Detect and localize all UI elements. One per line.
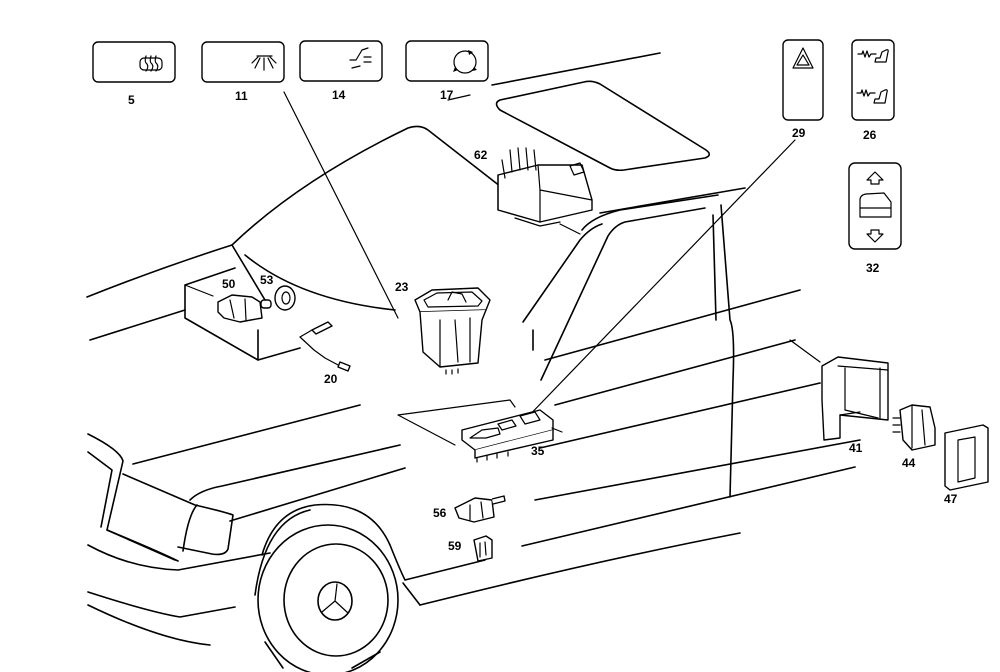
recirculation-icon [453, 50, 477, 74]
switch-panel-14[interactable] [299, 40, 383, 82]
switch-panel-5[interactable] [92, 41, 176, 83]
label-5: 5 [128, 93, 135, 107]
headlamp-range-icon [349, 47, 372, 69]
component-50[interactable] [217, 294, 272, 323]
component-56[interactable] [454, 495, 506, 523]
label-53: 53 [260, 273, 274, 287]
component-59[interactable] [473, 535, 493, 562]
component-50-box [184, 267, 301, 361]
leader-29 [519, 139, 796, 426]
component-20[interactable] [299, 321, 351, 372]
star-emblem [317, 581, 353, 621]
car-outline [86, 52, 861, 672]
component-35-panel [397, 399, 516, 446]
switch-panel-32[interactable] [848, 162, 902, 250]
switch-panel-17[interactable] [405, 40, 489, 82]
front-tire [257, 524, 399, 672]
switch-panel-11[interactable] [201, 41, 285, 83]
leader-41 [789, 339, 821, 363]
label-14: 14 [332, 88, 346, 102]
hazard-warning-icon [792, 47, 814, 69]
label-59: 59 [448, 539, 462, 553]
component-23[interactable] [414, 287, 491, 375]
label-35: 35 [531, 444, 545, 458]
label-62: 62 [474, 148, 488, 162]
switch-panel-29[interactable] [782, 39, 824, 121]
leader-62 [559, 223, 581, 235]
component-53[interactable] [274, 285, 296, 311]
switch-panel-26[interactable] [851, 39, 895, 121]
label-50: 50 [222, 277, 236, 291]
label-17: 17 [440, 88, 454, 102]
component-62[interactable] [497, 147, 593, 227]
label-47: 47 [944, 492, 958, 506]
label-26: 26 [863, 128, 877, 142]
label-56: 56 [433, 506, 447, 520]
leader-lines [283, 91, 821, 426]
label-29: 29 [792, 126, 806, 140]
window-lift-icon [859, 171, 892, 243]
label-41: 41 [849, 441, 863, 455]
interior-light-icon [251, 55, 277, 71]
label-20: 20 [324, 372, 338, 386]
component-41[interactable] [821, 356, 889, 441]
component-44[interactable] [892, 404, 936, 451]
leader-11 [283, 91, 399, 319]
component-35[interactable] [461, 409, 563, 463]
component-47[interactable] [944, 424, 989, 491]
label-23: 23 [395, 280, 409, 294]
label-32: 32 [866, 261, 880, 275]
label-11: 11 [235, 89, 248, 103]
label-44: 44 [902, 456, 916, 470]
sunroof [495, 80, 711, 172]
rear-window-defroster-icon [139, 55, 163, 72]
seat-heater-icon [856, 49, 889, 104]
